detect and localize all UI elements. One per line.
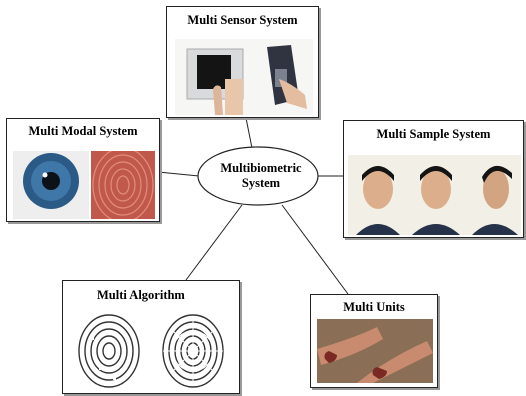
center-label-line1: Multibiometric	[196, 161, 326, 176]
connector-units	[282, 205, 348, 294]
multi-sample-title: Multi Sample System	[344, 127, 523, 142]
fingers-image	[317, 319, 433, 383]
face-samples-image	[348, 155, 521, 235]
fingerprint-algorithms-image	[69, 307, 235, 391]
iris-skin-image	[13, 151, 155, 219]
multi-units-title: Multi Units	[311, 300, 437, 315]
sensor-devices-image	[175, 39, 313, 115]
multi-sensor-title: Multi Sensor System	[167, 13, 318, 28]
multi-sample-box: Multi Sample System	[343, 120, 524, 238]
connector-modal	[158, 172, 199, 176]
center-label: Multibiometric System	[196, 156, 326, 208]
connector-sensor	[246, 118, 252, 148]
center-label-line2: System	[196, 176, 326, 191]
multi-units-box: Multi Units	[310, 294, 438, 388]
multi-modal-title: Multi Modal System	[7, 124, 159, 139]
multi-algorithm-title: Multi Algorithm	[97, 288, 239, 303]
multi-algorithm-box: Multi Algorithm	[62, 280, 240, 394]
multi-sensor-box: Multi Sensor System	[166, 6, 319, 118]
multi-modal-box: Multi Modal System	[6, 118, 160, 222]
connector-algorithm	[186, 205, 242, 280]
